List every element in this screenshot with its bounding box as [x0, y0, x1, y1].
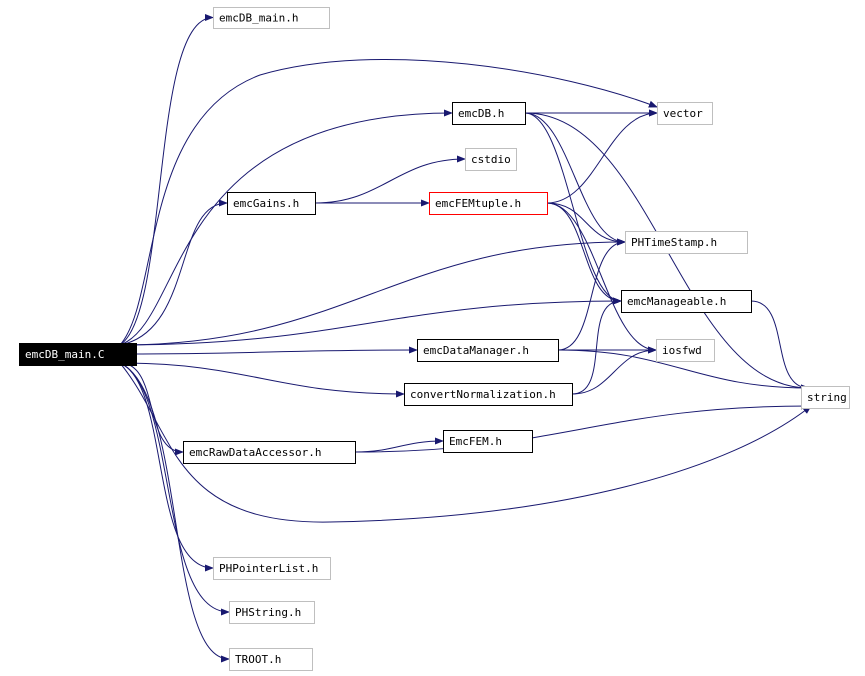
- edge-root-to-emcDB_main_h: [119, 13, 214, 346]
- edge-root-to-PHTimeStamp_h: [119, 238, 626, 346]
- edge-emcFEMtuple_h-to-emcManageable_h: [546, 202, 622, 305]
- node-label: vector: [663, 107, 703, 120]
- node-box: [404, 383, 573, 406]
- edge-root-to-PHString_h: [119, 362, 230, 616]
- edge-convertNormalization_h-to-iosfwd: [571, 346, 657, 395]
- edge-root-to-string: [119, 362, 812, 523]
- node-label: emcDB.h: [458, 107, 504, 120]
- node-label: cstdio: [471, 153, 511, 166]
- edge-root-to-TROOT_h: [119, 362, 230, 663]
- node-box: [227, 192, 316, 215]
- node-emcManageable-h[interactable]: emcManageable.h: [621, 290, 752, 313]
- edge-root-to-emcManageable_h: [119, 297, 622, 346]
- edge-emcDB_h-to-emcManageable_h: [524, 112, 622, 305]
- node-emcGains-h[interactable]: emcGains.h: [227, 192, 316, 215]
- node-box: [452, 102, 526, 125]
- edge-root-to-convertNormalization_h: [119, 362, 405, 398]
- edge-emcFEMtuple_h-to-PHTimeStamp_h: [546, 202, 626, 246]
- node-label: iosfwd: [662, 344, 702, 357]
- edge-emcRawDataAccessor_h-to-string: [354, 402, 810, 453]
- node-box: [429, 192, 548, 215]
- node-EmcFEM-h[interactable]: EmcFEM.h: [443, 430, 533, 453]
- node-convertNormalization-h[interactable]: convertNormalization.h: [404, 383, 573, 406]
- node-box: [443, 430, 533, 453]
- node-label: TROOT.h: [235, 653, 281, 666]
- edge-emcDB_h-to-PHTimeStamp_h: [524, 112, 626, 246]
- edges-layer: [119, 13, 812, 663]
- edge-emcRawDataAccessor_h-to-EmcFEM_h: [354, 437, 444, 453]
- edge-root-to-emcGains_h: [119, 199, 228, 346]
- edge-root-to-emcDB_h: [119, 109, 453, 346]
- node-box: [19, 343, 137, 366]
- node-emcRawDataAccessor-h[interactable]: emcRawDataAccessor.h: [183, 441, 356, 464]
- node-box: [801, 386, 850, 409]
- node-box: [625, 231, 748, 254]
- edge-emcGains_h-to-cstdio: [314, 155, 466, 204]
- node-PHPointerList-h[interactable]: PHPointerList.h: [213, 557, 331, 580]
- node-box: [621, 290, 752, 313]
- node-label: EmcFEM.h: [449, 435, 502, 448]
- node-label: emcFEMtuple.h: [435, 197, 521, 210]
- node-label: PHTimeStamp.h: [631, 236, 717, 249]
- node-iosfwd[interactable]: iosfwd: [656, 339, 715, 362]
- node-vector[interactable]: vector: [657, 102, 713, 125]
- edge-emcFEMtuple_h-to-vector: [546, 109, 658, 204]
- node-label: emcDataManager.h: [423, 344, 529, 357]
- node-box: [656, 339, 715, 362]
- edge-root-to-emcDataManager_h: [119, 346, 418, 355]
- edge-emcDataManager_h-to-string: [557, 349, 810, 392]
- node-box: [183, 441, 356, 464]
- node-box: [213, 7, 330, 29]
- node-label: convertNormalization.h: [410, 388, 556, 401]
- node-PHString-h[interactable]: PHString.h: [229, 601, 315, 624]
- node-root: emcDB_main.C: [19, 343, 137, 366]
- node-string[interactable]: string: [801, 386, 850, 409]
- node-emcDataManager-h[interactable]: emcDataManager.h: [417, 339, 559, 362]
- node-label: emcGains.h: [233, 197, 299, 210]
- node-box: [657, 102, 713, 125]
- node-TROOT-h[interactable]: TROOT.h: [229, 648, 313, 671]
- node-label: PHPointerList.h: [219, 562, 318, 575]
- node-label: emcDB_main.C: [25, 348, 104, 361]
- edge-emcDataManager_h-to-PHTimeStamp_h: [557, 238, 626, 351]
- node-emcFEMtuple-h[interactable]: emcFEMtuple.h: [429, 192, 548, 215]
- node-box: [213, 557, 331, 580]
- node-box: [417, 339, 559, 362]
- edge-convertNormalization_h-to-emcManageable_h: [571, 297, 622, 395]
- node-emcDB-main-h[interactable]: emcDB_main.h: [213, 7, 330, 29]
- edge-emcFEMtuple_h-to-iosfwd: [546, 202, 657, 354]
- node-emcDB-h[interactable]: emcDB.h: [452, 102, 526, 125]
- node-box: [229, 648, 313, 671]
- node-label: PHString.h: [235, 606, 301, 619]
- node-label: string: [807, 391, 847, 404]
- node-label: emcManageable.h: [627, 295, 726, 308]
- node-box: [229, 601, 315, 624]
- node-label: emcRawDataAccessor.h: [189, 446, 321, 459]
- nodes-layer: emcDB_main.C emcDB_main.h emcDB.h vector cst…: [19, 7, 850, 671]
- node-box: [465, 148, 517, 171]
- node-PHTimeStamp-h[interactable]: PHTimeStamp.h: [625, 231, 748, 254]
- edge-root-to-vector: [119, 59, 658, 346]
- edge-emcManageable_h-to-string: [750, 300, 810, 392]
- node-label: emcDB_main.h: [219, 12, 298, 25]
- edge-root-to-PHPointerList_h: [119, 362, 214, 572]
- node-cstdio[interactable]: cstdio: [465, 148, 517, 171]
